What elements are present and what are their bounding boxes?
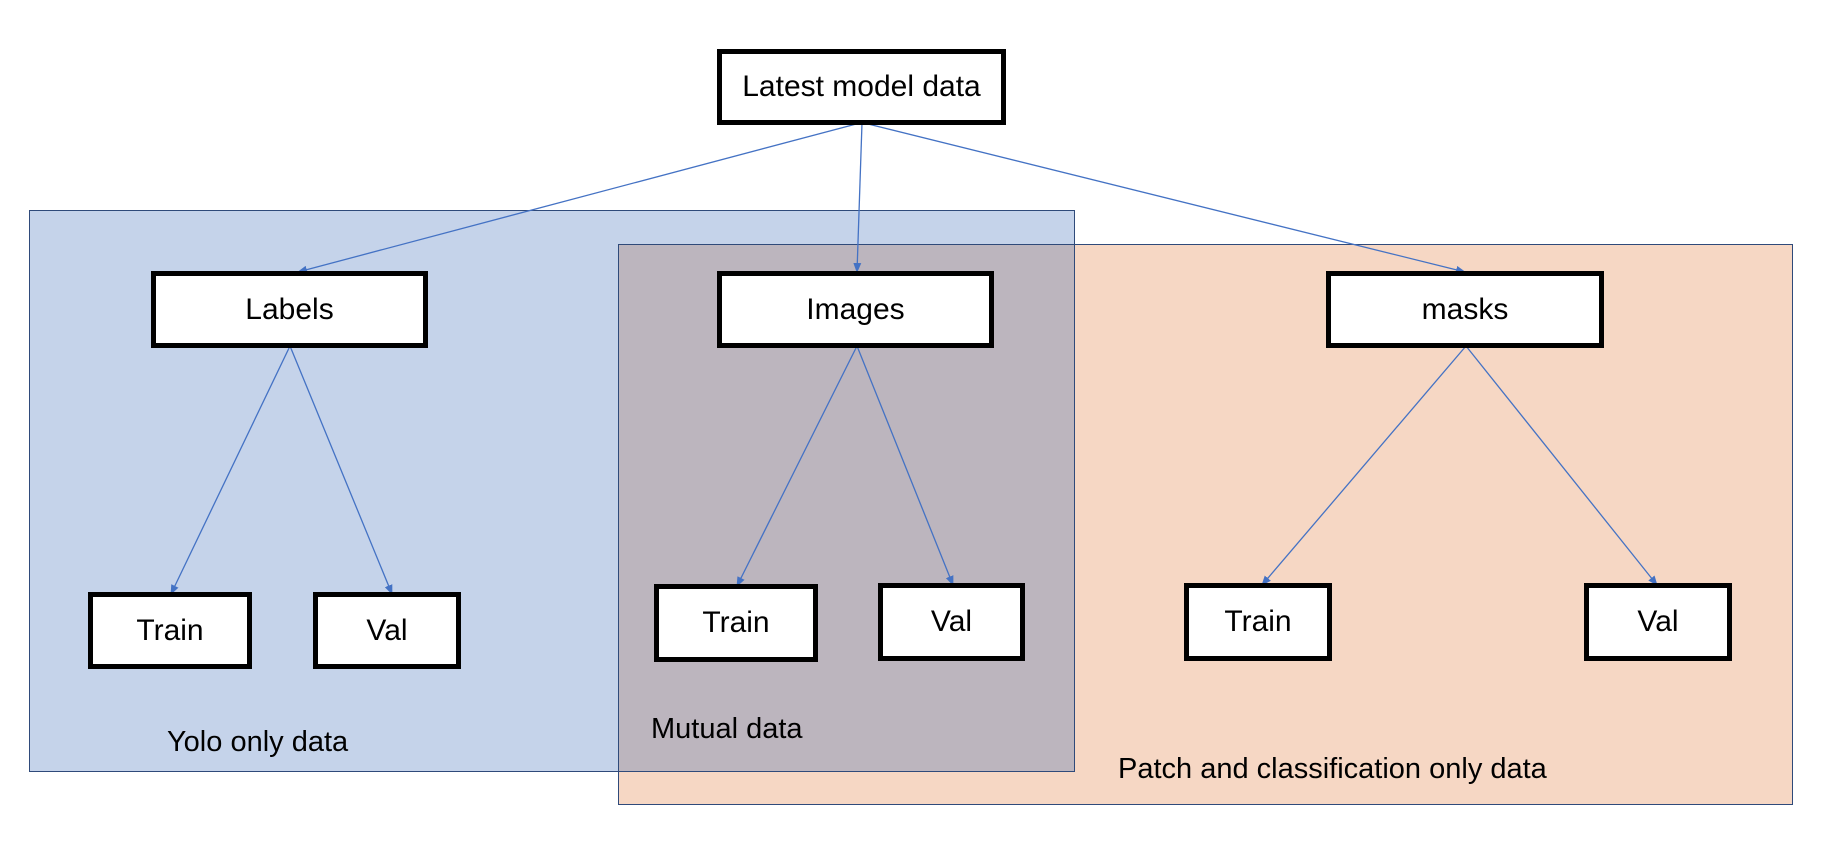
- labels-train-node: Train: [88, 592, 252, 669]
- masks-val-node: Val: [1584, 583, 1732, 661]
- yolo-only-region-label: Yolo only data: [167, 726, 349, 758]
- patch-classification-region-label: Patch and classification only data: [1118, 753, 1547, 785]
- masks-node: masks: [1326, 271, 1604, 348]
- images-node: Images: [717, 271, 994, 348]
- images-val-node: Val: [878, 583, 1025, 661]
- labels-node: Labels: [151, 271, 428, 348]
- images-train-node: Train: [654, 584, 818, 662]
- masks-train-node: Train: [1184, 583, 1332, 661]
- labels-val-node: Val: [313, 592, 461, 669]
- root-node: Latest model data: [717, 49, 1006, 125]
- mutual-data-region-label: Mutual data: [651, 713, 803, 745]
